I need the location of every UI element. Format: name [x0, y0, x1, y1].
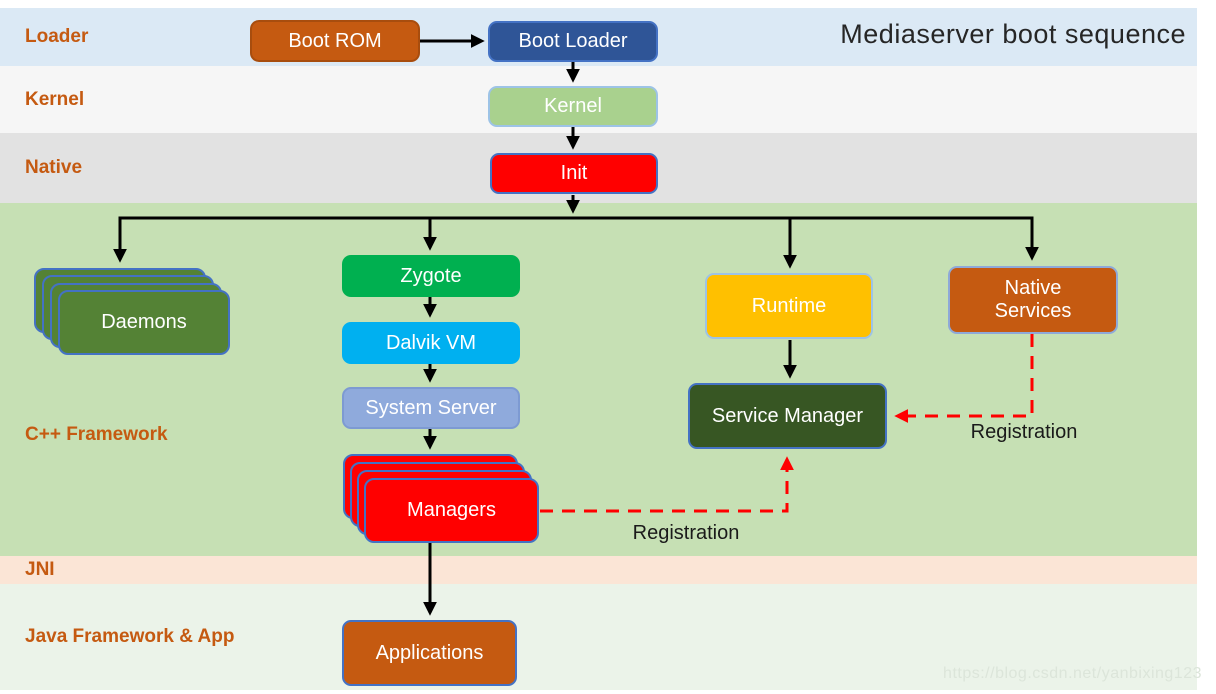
page-title: Mediaserver boot sequence [840, 19, 1186, 49]
band-native-label: Native [25, 157, 83, 178]
node-boot-loader-label: Boot Loader [518, 30, 628, 52]
band-loader-label: Loader [25, 26, 89, 47]
node-managers-label: Managers [407, 499, 496, 521]
node-boot-rom: Boot ROM [250, 20, 420, 62]
node-system-server-label: System Server [365, 396, 497, 419]
watermark: https://blog.csdn.net/yanbixing123 [943, 665, 1202, 682]
node-zygote-label: Zygote [400, 264, 462, 287]
node-applications-label: Applications [375, 641, 484, 664]
registration-label-native-services: Registration [970, 421, 1078, 443]
registration-label-managers: Registration [632, 522, 740, 544]
band-cpp-framework: C++ Framework [0, 203, 1197, 556]
band-java-framework-label: Java Framework & App [25, 626, 235, 647]
band-java-framework: Java Framework & App [0, 584, 1197, 690]
band-jni-label: JNI [25, 559, 55, 580]
node-boot-rom-label: Boot ROM [288, 29, 382, 52]
node-runtime: Runtime [705, 273, 873, 339]
node-dalvik-vm: Dalvik VM [342, 322, 520, 364]
node-runtime-label: Runtime [751, 294, 827, 317]
node-dalvik-vm-label: Dalvik VM [385, 331, 476, 354]
node-kernel: Kernel [488, 86, 658, 127]
node-native-services: Native Services [948, 266, 1118, 334]
node-kernel-label: Kernel [544, 95, 602, 117]
node-system-server: System Server [342, 387, 520, 429]
node-applications: Applications [342, 620, 517, 686]
node-boot-loader: Boot Loader [488, 21, 658, 62]
node-daemons-label: Daemons [101, 311, 187, 333]
node-init-label: Init [560, 162, 588, 184]
band-kernel-label: Kernel [25, 88, 85, 110]
node-zygote: Zygote [342, 255, 520, 297]
node-managers: Managers [364, 478, 539, 543]
node-native-services-label: Native Services [994, 277, 1072, 322]
band-jni: JNI [0, 556, 1197, 584]
node-init: Init [490, 153, 658, 194]
node-service-manager-label: Service Manager [711, 404, 864, 427]
band-cpp-framework-label: C++ Framework [25, 424, 168, 445]
node-service-manager: Service Manager [688, 383, 887, 449]
node-daemons: Daemons [58, 290, 230, 355]
